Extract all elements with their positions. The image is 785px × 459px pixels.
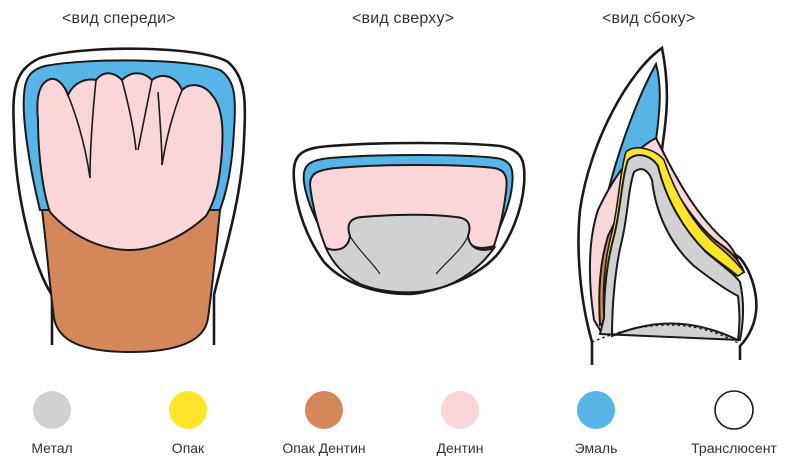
legend-swatch-translucent — [715, 391, 753, 429]
legend-swatch-metal — [33, 391, 71, 429]
legend-label-translucent: Транслюсент — [691, 440, 777, 456]
legend-label-opaque-dentin: Опак Дентин — [282, 440, 365, 456]
legend-swatch-opaque — [169, 391, 207, 429]
top-view — [294, 143, 525, 294]
front-view — [13, 49, 244, 352]
legend-swatch-enamel — [577, 391, 615, 429]
legend-label-metal: Метал — [31, 440, 72, 456]
legend-swatch-dentin — [441, 391, 479, 429]
legend-label-enamel: Эмаль — [575, 440, 618, 456]
side-view — [579, 48, 757, 365]
legend-label-opaque: Опак — [172, 440, 204, 456]
front-dentin-layer — [37, 73, 222, 250]
legend — [33, 391, 753, 429]
legend-label-dentin: Дентин — [437, 440, 484, 456]
legend-swatch-opaque-dentin — [305, 391, 343, 429]
